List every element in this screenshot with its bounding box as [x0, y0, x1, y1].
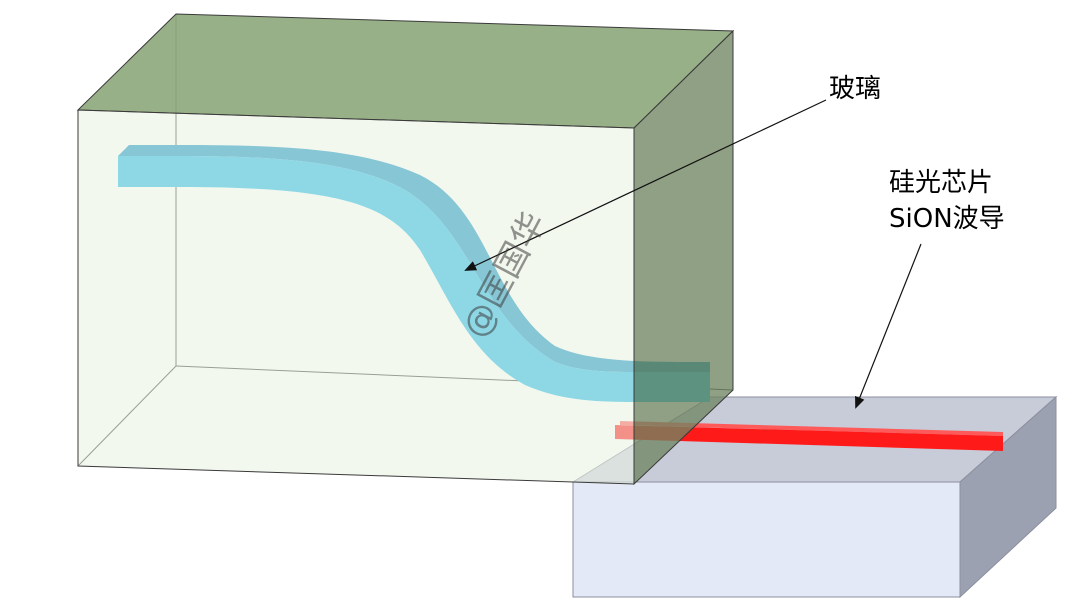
chip-pointer-arrow — [855, 243, 922, 409]
chip-waveguide-top — [620, 421, 1003, 436]
glass-label: 玻璃 — [829, 74, 882, 104]
chip-label-line1: 硅光芯片 — [889, 168, 994, 198]
chip-label-line2: SiON波导 — [889, 204, 1005, 234]
glass-block — [76, 13, 735, 486]
chip-waveguide-front — [615, 425, 1003, 451]
glass-front-face — [77, 109, 635, 485]
glass-top-face — [76, 13, 735, 129]
glass-pointer-arrow — [464, 99, 827, 271]
chip-front-face — [572, 481, 961, 598]
